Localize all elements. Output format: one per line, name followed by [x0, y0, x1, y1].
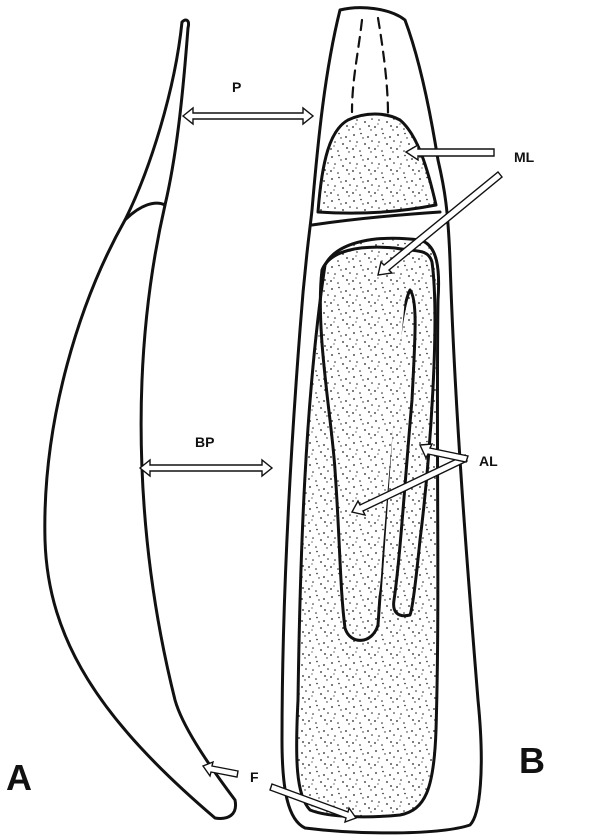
label-bp: BP [195, 434, 214, 450]
panel-a-upper-spike [125, 20, 189, 220]
panel-label-b: B [519, 740, 545, 781]
panel-b-drawing [282, 8, 481, 833]
f-arrow-left [203, 762, 238, 777]
panel-label-a: A [6, 757, 32, 798]
panel-b-upper-compartment [318, 114, 436, 213]
panel-a-drawing [45, 20, 236, 818]
label-p: P [232, 79, 241, 95]
panel-b-dashed-line-left [352, 20, 362, 112]
bp-double-arrow [140, 460, 272, 476]
label-al: AL [479, 453, 498, 469]
label-f: F [250, 769, 259, 785]
p-double-arrow [183, 108, 313, 124]
label-ml: ML [514, 149, 535, 165]
panel-a-curved-blade [45, 203, 236, 818]
panel-b-dashed-line-right [378, 18, 388, 115]
